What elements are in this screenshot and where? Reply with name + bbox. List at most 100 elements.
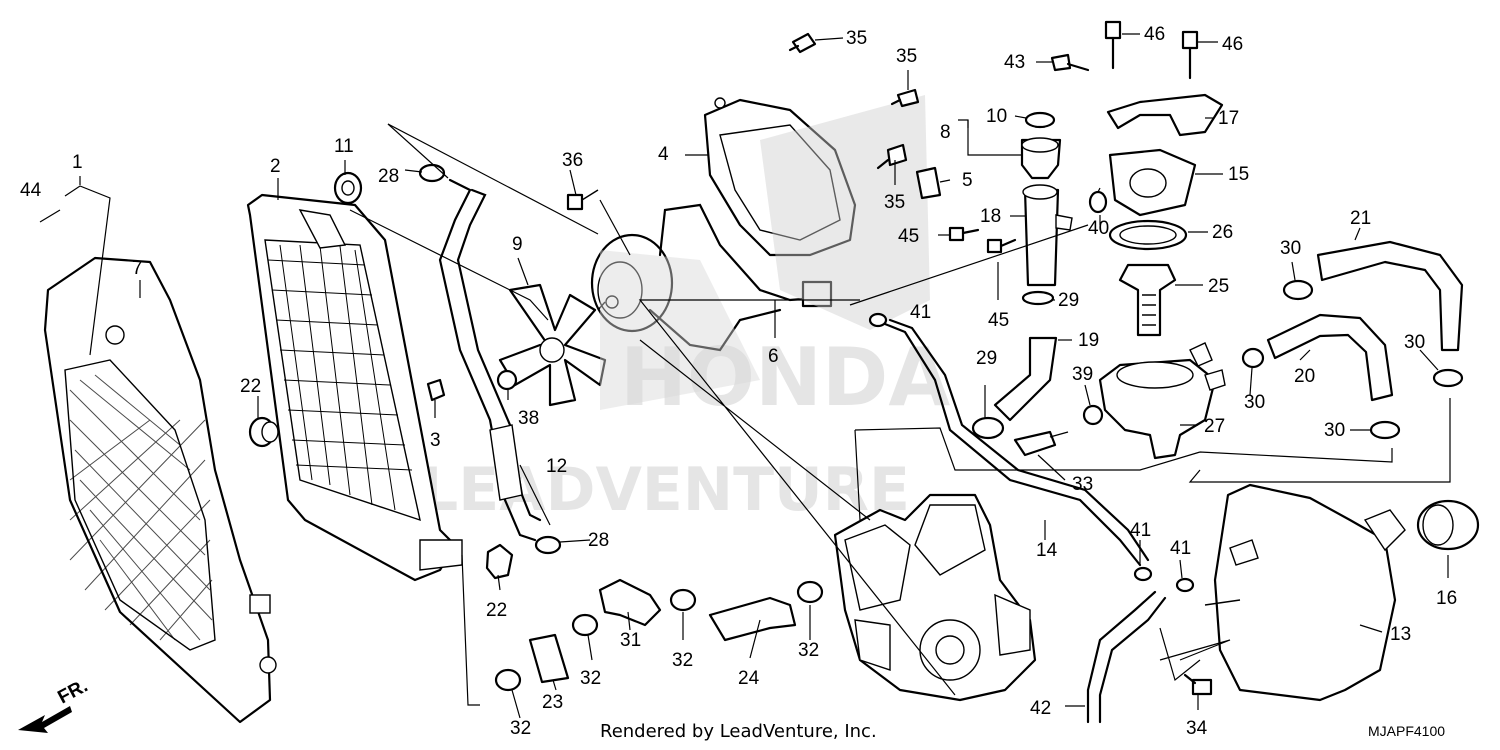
callout-1: 1 (72, 152, 83, 173)
callout-19: 19 (1078, 330, 1099, 351)
callout-7: 7 (132, 258, 143, 279)
callout-10: 10 (986, 106, 1007, 127)
hose-clamp-30-c (1432, 368, 1464, 388)
hose-clamp-32-c (796, 580, 824, 604)
hose-clamp-32-b (669, 588, 697, 612)
hose-clamp-30-a (1282, 279, 1314, 301)
thermostat-25 (1118, 263, 1177, 337)
clip-41-a (868, 312, 888, 328)
callout-3: 3 (430, 430, 441, 451)
callout-25: 25 (1208, 276, 1229, 297)
callout-45-left: 45 (898, 226, 919, 247)
collar-22-upper (248, 416, 279, 448)
o-ring-26 (1108, 219, 1188, 251)
collar-22-lower (485, 543, 514, 580)
hose-clamp-28-upper (418, 163, 446, 183)
engine (833, 493, 1037, 702)
hose-clamp-30-b (1241, 347, 1265, 369)
callout-5: 5 (962, 170, 973, 191)
fan-blade (498, 283, 607, 407)
hose-clamp-29-upper (1021, 290, 1055, 306)
bolt-36 (566, 189, 599, 211)
callout-11: 11 (334, 136, 354, 157)
bolt-34 (1183, 673, 1213, 696)
reserve-tank (1204, 483, 1406, 702)
fan-shroud (703, 97, 857, 257)
fan-motor (590, 233, 674, 333)
callout-46-right: 46 (1222, 34, 1243, 55)
callout-2: 2 (270, 156, 281, 177)
callout-16: 16 (1436, 588, 1457, 609)
credit-text: Rendered by LeadVenture, Inc. (600, 721, 877, 742)
callout-35-middle: 35 (896, 46, 917, 67)
callout-24: 24 (738, 668, 760, 689)
callout-29-upper: 29 (1058, 290, 1079, 311)
front-direction-label: FR. (54, 676, 91, 709)
plate-17 (1106, 93, 1224, 137)
filler-neck-8 (1020, 137, 1062, 180)
bracket-3 (426, 378, 446, 402)
callout-26: 26 (1212, 222, 1233, 243)
front-direction-arrow: FR. (18, 676, 91, 733)
callout-6: 6 (768, 346, 779, 367)
callout-14: 14 (1036, 540, 1058, 561)
callout-43: 43 (1004, 52, 1025, 73)
clip-41-c (1175, 577, 1195, 593)
callout-12: 12 (546, 456, 567, 477)
hose-clamp-28-lower (534, 535, 562, 555)
clip-5 (915, 166, 942, 200)
callout-34: 34 (1186, 718, 1208, 739)
callout-33: 33 (1072, 474, 1093, 495)
bolt-45-right (986, 238, 1017, 254)
callout-31: 31 (620, 630, 641, 651)
bolt-43 (1050, 53, 1090, 72)
radiator-shroud (43, 256, 277, 724)
callout-30-a: 30 (1280, 238, 1301, 259)
hose-clamp-29-lower (971, 416, 1005, 440)
callout-8: 8 (940, 122, 951, 143)
callout-30-b: 30 (1244, 392, 1265, 413)
callout-30-d: 30 (1324, 420, 1345, 441)
callout-15: 15 (1228, 164, 1249, 185)
callout-13: 13 (1390, 624, 1411, 645)
callout-39: 39 (1072, 364, 1093, 385)
callout-41-middle: 41 (1130, 520, 1151, 541)
callout-42: 42 (1030, 698, 1051, 719)
callout-40: 40 (1088, 218, 1109, 239)
callout-45-right: 45 (988, 310, 1009, 331)
callout-44: 44 (20, 180, 42, 201)
watermark-bottom: LEADVENTURE (420, 455, 910, 525)
radiator-hose-12 (438, 178, 542, 542)
washer-39 (1082, 404, 1104, 426)
overflow-hose-14 (878, 318, 1150, 567)
callout-27: 27 (1204, 416, 1225, 437)
callout-21: 21 (1350, 208, 1371, 229)
callout-17: 17 (1218, 108, 1239, 129)
callout-4: 4 (658, 144, 669, 165)
cap-10 (1024, 111, 1056, 129)
callout-32-d: 32 (510, 718, 531, 739)
callout-9: 9 (512, 234, 523, 255)
callout-41-upper: 41 (910, 302, 931, 323)
callout-35-lower: 35 (884, 192, 905, 213)
hose-clamp-32-a (571, 613, 599, 637)
grommet-11 (333, 171, 363, 205)
bolt-35-lower (876, 143, 908, 170)
bolt-35-top (788, 32, 817, 54)
hose-21 (1316, 240, 1464, 352)
callout-18: 18 (980, 206, 1001, 227)
leader-lines (39, 33, 1451, 719)
clip-41-b (1133, 566, 1153, 582)
filler-pipe-18 (1022, 184, 1073, 287)
callout-38: 38 (518, 408, 539, 429)
thermostat-housing-27 (1098, 342, 1226, 460)
hose-42 (1086, 590, 1167, 724)
reserve-tank-cap-16 (1416, 499, 1480, 551)
hose-19 (993, 336, 1058, 422)
hose-20 (1266, 313, 1394, 402)
callout-23: 23 (542, 692, 563, 713)
callout-22-upper: 22 (240, 376, 261, 397)
callout-41-right: 41 (1170, 538, 1191, 559)
hose-clamp-30-d (1369, 420, 1401, 440)
